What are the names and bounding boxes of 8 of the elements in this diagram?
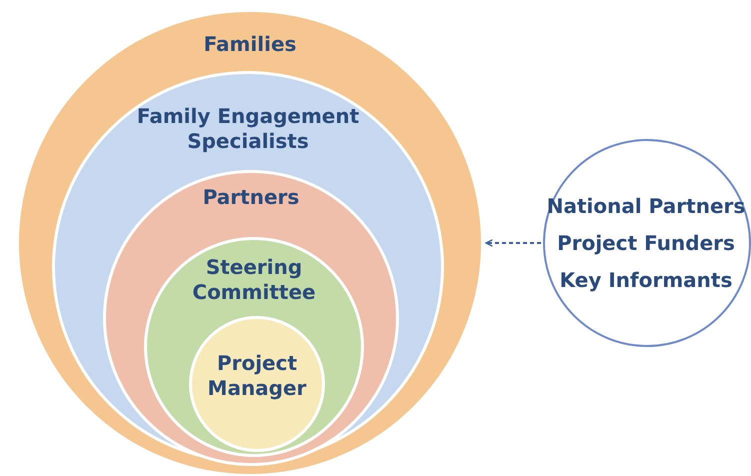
circle-label: Steering Committee bbox=[191, 255, 317, 305]
circle-label: Project Manager bbox=[206, 351, 308, 401]
circle-label: Key Informants bbox=[558, 268, 734, 292]
circle-label: Family Engagement Specialists bbox=[136, 104, 360, 154]
circle-label: Project Funders bbox=[556, 230, 736, 256]
dashed-arrow bbox=[485, 239, 541, 247]
circle-label: Families bbox=[202, 32, 298, 57]
circle-label: Partners bbox=[202, 185, 300, 210]
